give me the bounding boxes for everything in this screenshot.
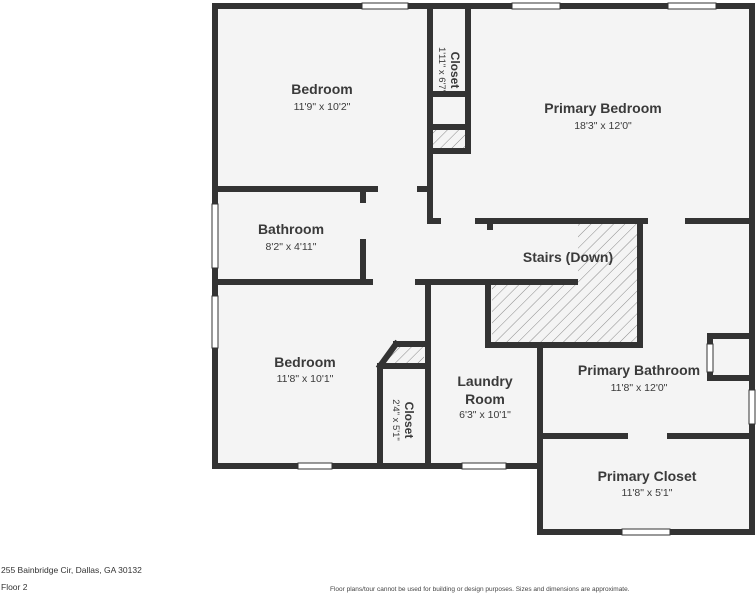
room-dims-closet-top: 1'11" x 6'7" bbox=[436, 47, 447, 93]
room-name-bedroom-top: Bedroom bbox=[291, 81, 352, 97]
stairs-cutout bbox=[490, 221, 578, 283]
window bbox=[461, 462, 507, 470]
room-dims-primary-bathroom: 11'8" x 12'0" bbox=[611, 382, 668, 394]
window bbox=[297, 462, 333, 470]
property-address: 255 Bainbridge Cir, Dallas, GA 30132 bbox=[1, 565, 142, 575]
room-name-primary-bedroom: Primary Bedroom bbox=[544, 100, 661, 116]
room-dims-laundry: 6'3" x 10'1" bbox=[459, 409, 511, 421]
window bbox=[511, 2, 561, 10]
floor-label: Floor 2 bbox=[1, 582, 28, 592]
room-name-bedroom-bottom: Bedroom bbox=[274, 354, 335, 370]
room-name-bathroom: Bathroom bbox=[258, 221, 324, 237]
room-name-stairs: Stairs (Down) bbox=[523, 249, 613, 265]
window bbox=[706, 343, 714, 373]
room-name-closet-top: Closet bbox=[448, 52, 462, 89]
disclaimer-text: Floor plans/tour cannot be used for buil… bbox=[330, 586, 630, 593]
window bbox=[361, 2, 409, 10]
room-dims-primary-bedroom: 18'3" x 12'0" bbox=[574, 120, 632, 132]
windows bbox=[211, 2, 756, 536]
window bbox=[667, 2, 717, 10]
room-name-laundry-line1: Laundry bbox=[457, 373, 512, 389]
room-dims-bedroom-bottom: 11'8" x 10'1" bbox=[277, 373, 334, 385]
room-dims-bedroom-top: 11'9" x 10'2" bbox=[294, 101, 351, 113]
floor-area bbox=[215, 6, 752, 532]
closet-bottom-hatch bbox=[380, 344, 424, 366]
room-name-primary-closet: Primary Closet bbox=[598, 468, 697, 484]
room-name-primary-bathroom: Primary Bathroom bbox=[578, 362, 700, 378]
window bbox=[211, 295, 219, 349]
room-dims-bathroom: 8'2" x 4'11" bbox=[266, 241, 317, 253]
window bbox=[748, 389, 756, 425]
room-name-laundry-line2: Room bbox=[465, 391, 505, 407]
window bbox=[211, 203, 219, 269]
room-name-closet-bottom: Closet bbox=[402, 402, 416, 439]
room-labels: Bedroom 11'9" x 10'2" Closet 1'11" x 6'7… bbox=[258, 47, 700, 499]
closet-top-hatch bbox=[430, 127, 466, 149]
window bbox=[621, 528, 671, 536]
room-dims-closet-bottom: 2'4" x 5'1" bbox=[390, 399, 401, 441]
room-dims-primary-closet: 11'8" x 5'1" bbox=[622, 487, 673, 499]
